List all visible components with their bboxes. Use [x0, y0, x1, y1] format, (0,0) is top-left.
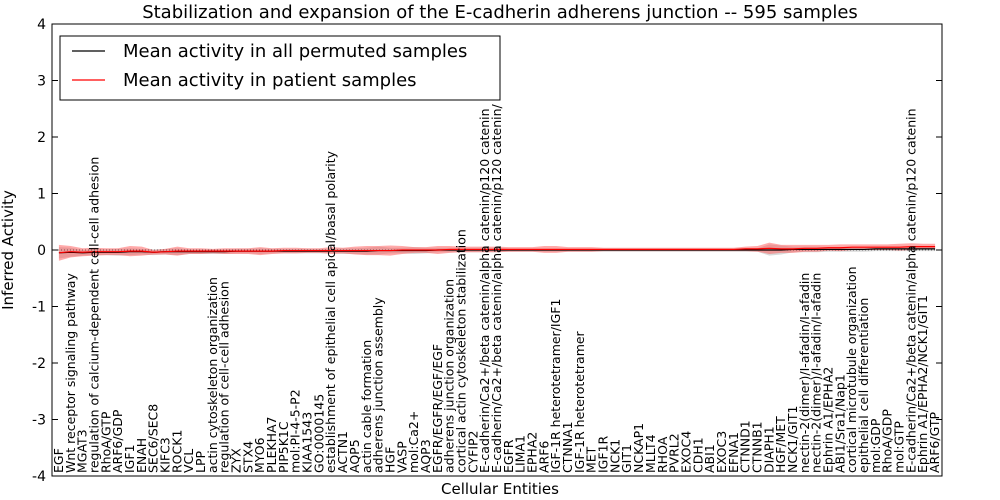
x-tick-label: MGAT3	[75, 429, 90, 473]
x-tick-label: EGFR	[501, 439, 516, 473]
x-tick-label: ARF6/GDP	[110, 409, 125, 473]
x-tick-label: MET	[584, 446, 599, 473]
x-tick-label: regulation of cell-cell adhesion	[217, 281, 232, 473]
x-tick-label: ABI1/Sra1/Nap1	[832, 374, 847, 473]
x-tick-label: HGF	[382, 447, 397, 473]
x-tick-label: EFNA1	[726, 432, 741, 473]
x-tick-label: E-cadherin/Ca2+/beta catenin/alpha caten…	[903, 108, 918, 473]
x-tick-label: HGF/MET	[773, 416, 788, 473]
x-tick-label: mol:GTP	[892, 421, 907, 473]
x-tick-label: mol:PI-4-5-P2	[288, 389, 303, 473]
x-tick-label: KIAA1543	[300, 412, 315, 473]
legend-label-permuted: Mean activity in all permuted samples	[123, 41, 467, 62]
x-tick-label: nectin-2(dimer)/I-afadin/I-afadin	[809, 273, 824, 473]
y-tick-label: 2	[37, 130, 46, 146]
x-tick-label: MLLT4	[643, 434, 658, 473]
x-tick-label: E-cadherin/Ca2+/beta catenin/alpha caten…	[477, 108, 492, 473]
x-tick-label: RHOA	[655, 436, 670, 473]
x-tick-label: mol:GDP	[868, 418, 883, 473]
x-tick-label: establishment of epithelial cell apical/…	[323, 150, 338, 473]
y-tick-label: -3	[32, 413, 46, 429]
legend-box	[59, 35, 501, 101]
x-tick-label: epithelial cell differentiation	[856, 298, 871, 473]
x-tick-label: GO:0000145	[311, 394, 326, 473]
x-tick-label: IGF1	[122, 444, 137, 473]
x-tick-label: ARF6/GTP	[927, 412, 942, 473]
x-axis-title: Cellular Entities	[441, 480, 559, 498]
x-tick-label: AQP3	[418, 439, 433, 473]
x-tick-label: ABI1	[702, 444, 717, 473]
x-tick-label: ARF6	[536, 441, 551, 473]
x-tick-label: RhoA/GDP	[880, 409, 895, 473]
x-tick-label: EXOC4	[678, 431, 693, 473]
band-series-1	[58, 242, 936, 261]
x-tick-label: PVRL2	[667, 433, 682, 473]
legend-label-patient: Mean activity in patient samples	[123, 70, 417, 91]
x-tick-label: NCK1	[607, 439, 622, 473]
x-tick-label: CYFIP2	[465, 430, 480, 473]
x-tick-label: nectin-2(dimer)/I-afadin/I-afadin	[797, 273, 812, 473]
x-tick-label: Ephrin A1/EPHA2/NCK1/GIT1	[915, 295, 930, 473]
x-tick-label: STX4	[240, 441, 255, 473]
y-axis-title: Inferred Activity	[0, 190, 17, 310]
x-tick-label: Ephrin A1/EPHA2	[821, 367, 836, 473]
y-tick-label: 4	[37, 17, 46, 33]
x-tick-label: KIFC3	[157, 437, 172, 473]
x-tick-label: CTNNA1	[560, 421, 575, 473]
x-tick-label: EGF	[51, 448, 66, 473]
x-tick-label: IGF-1R heterotetramer	[572, 330, 587, 473]
x-tick-label: SEC6/SEC8	[146, 404, 161, 473]
x-tick-label: adherens junction assembly	[371, 297, 386, 473]
x-tick-label: MYO6	[252, 437, 267, 473]
x-tick-label: Wnt receptor signaling pathway	[63, 273, 78, 473]
x-tick-label: actin cable formation	[359, 340, 374, 473]
x-tick-label: RhoA/GTP	[98, 411, 113, 473]
x-tick-label: CTNND1	[738, 420, 753, 473]
plot-frame	[51, 23, 943, 477]
x-tick-label: AQP5	[347, 439, 362, 473]
x-tick-label: CTNNB1	[749, 421, 764, 473]
x-tick-label: PLEKHA7	[264, 416, 279, 473]
chart-title: Stabilization and expansion of the E-cad…	[142, 2, 858, 23]
x-tick-label: NCKAP1	[631, 423, 646, 473]
x-tick-label: regulation of calcium-dependent cell-cel…	[86, 157, 101, 473]
x-tick-label: E-cadherin/Ca2+/beta catenin/alpha caten…	[489, 103, 504, 473]
legend: Mean activity in all permuted samples Me…	[59, 35, 501, 101]
y-tick-label: 0	[37, 243, 46, 259]
x-tick-label: cortical actin cytoskeleton stabilizatio…	[453, 229, 468, 473]
y-tick-label: -1	[32, 300, 46, 316]
x-tick-label: EXOC3	[714, 431, 729, 473]
x-tick-label: GIT1	[619, 444, 634, 473]
x-tick-label: IGF1R	[596, 435, 611, 473]
x-tick-label: ACTN1	[335, 431, 350, 473]
x-tick-label: ZYX	[229, 448, 244, 473]
x-tick-label: ROCK1	[169, 430, 184, 473]
x-tick-label: ENAH	[134, 438, 149, 473]
x-tick-label: cortical microtubule organization	[844, 266, 859, 473]
x-tick-label: VASP	[394, 441, 409, 473]
x-tick-label: LIMA1	[513, 435, 528, 473]
x-tick-label: actin cytoskeleton organization	[205, 277, 220, 473]
x-tick-label: DIAPH1	[761, 426, 776, 473]
x-tick-label: EGFR/EGFR/EGF/EGF	[430, 344, 445, 473]
line-series-1	[58, 246, 936, 254]
y-tick-label: 1	[37, 187, 46, 203]
x-tick-label: CDH1	[690, 437, 705, 473]
x-tick-label: PIP5K1C	[276, 421, 291, 473]
x-tick-label: adherens junction organization	[442, 279, 457, 473]
x-tick-label: EPHA2	[525, 432, 540, 473]
y-tick-label: -2	[32, 356, 46, 372]
y-tick-label: 3	[37, 74, 46, 90]
x-tick-label: IGF-1R heterotetramer/IGF1	[548, 299, 563, 473]
x-tick-label: mol:Ca2+	[406, 411, 421, 473]
x-tick-label: VCL	[181, 449, 196, 473]
x-tick-label: NCK1/GIT1	[785, 406, 800, 473]
y-tick-label: -4	[32, 469, 46, 485]
x-tick-label: LPP	[193, 450, 208, 473]
